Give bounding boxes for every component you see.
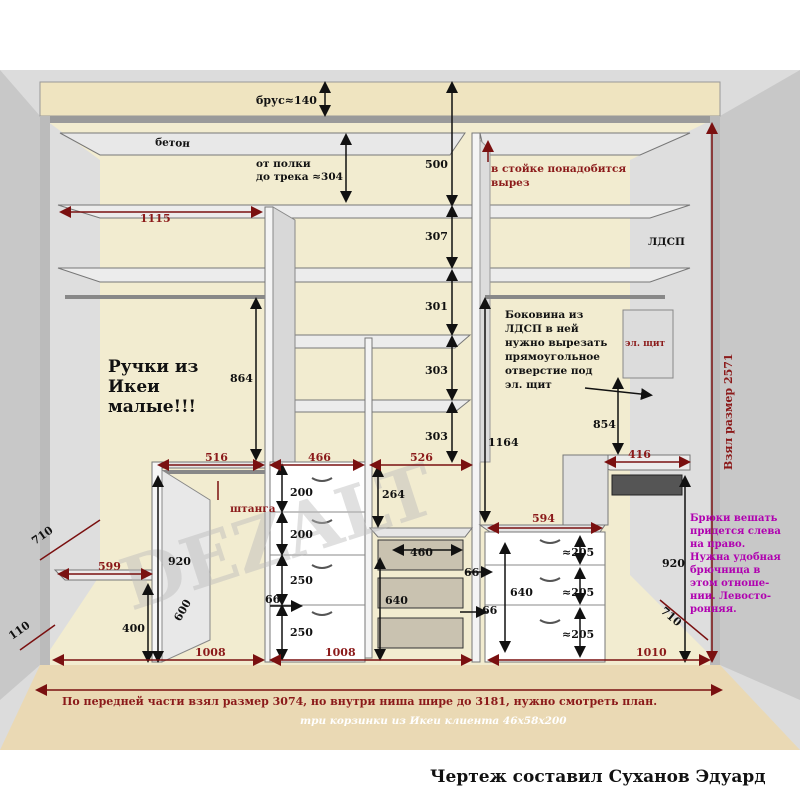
dim-205a: ≈205 [562, 546, 594, 559]
dim-466: 466 [308, 451, 331, 464]
baskets-note: три корзинки из Икеи клиента 46х58х200 [300, 715, 567, 727]
electrical-box [622, 309, 674, 379]
side-panel-note-line-5: отверстие под [505, 365, 593, 377]
author-credit: Чертеж составил Суханов Эдуард [430, 767, 766, 787]
dim-1010: 1010 [636, 646, 667, 659]
dim-640b: 640 [510, 586, 533, 599]
trousers-note-line-1: Брюки вешать [690, 513, 778, 524]
dim-1164: 1164 [488, 436, 519, 449]
rod-label: штанга [230, 503, 276, 515]
dim-460: 460 [410, 546, 433, 559]
dim-920a: 920 [168, 555, 191, 568]
dim-303a: 303 [425, 364, 448, 377]
dim-500: 500 [425, 158, 448, 171]
dim-205c: ≈205 [562, 628, 594, 641]
side-panel-note: Боковина из ЛДСП в ней нужно вырезать прямо… [505, 309, 607, 391]
side-panel-note-line-4: прямоугольное [505, 351, 600, 363]
dim-516: 516 [205, 451, 228, 464]
handles-note-line-2: Икеи [108, 377, 160, 397]
concrete-label: бетон [155, 136, 191, 150]
trousers-note-line-2: придется слева [690, 526, 781, 537]
dim-250a: 250 [290, 574, 313, 587]
red-dimension-lines [19, 122, 723, 696]
el-box-label: эл. щит [625, 339, 666, 349]
side-panel-note-line-6: эл. щит [505, 379, 552, 391]
dim-854: 854 [593, 418, 616, 431]
dim-640a: 640 [385, 594, 408, 607]
cutout-note-line1: в стойке понадобится [491, 163, 626, 175]
side-panel-note-line-3: нужно вырезать [505, 337, 607, 349]
trousers-note-line-6: этом отноше- [690, 578, 769, 589]
dim-1008b: 1008 [325, 646, 356, 659]
dim-1115: 1115 [140, 212, 171, 225]
trousers-note-line-4: Нужна удобная [690, 552, 781, 563]
dim-599: 599 [98, 560, 121, 573]
dim-66c: 66 [482, 604, 498, 617]
dim-200b: 200 [290, 528, 313, 541]
dim-1008a: 1008 [195, 646, 226, 659]
dim-920b: 920 [662, 557, 685, 570]
beam-label: брус≈140 [256, 94, 317, 107]
dim-264: 264 [382, 488, 405, 501]
dimension-lines [142, 81, 691, 663]
dim-594: 594 [532, 512, 555, 525]
height-label: Взял размер 2571 [722, 353, 735, 470]
side-panel-note-line-2: ЛДСП в ней [505, 323, 579, 335]
dim-250b: 250 [290, 626, 313, 639]
ldsp-label: ЛДСП [648, 236, 685, 248]
trousers-note: Брюки вешать придется слева на право. Нужна… [690, 513, 781, 615]
bottom-note: По передней части взял размер 3074, но в… [62, 695, 657, 708]
dim-307: 307 [425, 230, 448, 243]
handles-note-line-1: Ручки из [108, 357, 199, 377]
dim-66a: 66 [265, 593, 281, 606]
dim-66b: 66 [464, 566, 480, 579]
trousers-note-line-7: нии. Левосто- [690, 591, 771, 602]
dim-303b: 303 [425, 430, 448, 443]
dim-526: 526 [410, 451, 433, 464]
trousers-note-line-3: на право. [690, 539, 745, 550]
dim-301: 301 [425, 300, 448, 313]
side-panel-note-line-1: Боковина из [505, 309, 584, 321]
trousers-note-line-5: брючница в [690, 565, 760, 576]
dim-205b: ≈205 [562, 586, 594, 599]
shelf-to-track-line1: от полки [256, 158, 311, 170]
side-panel-arrow [584, 387, 653, 401]
cutout-note-line2: вырез [491, 177, 530, 189]
dim-400: 400 [122, 622, 145, 635]
dim-416: 416 [628, 448, 651, 461]
dimension-numbers: 500 307 301 303 303 1115 864 1164 854 51… [6, 158, 685, 659]
handles-note-line-3: малые!!! [108, 397, 196, 417]
dim-864: 864 [230, 372, 253, 385]
dim-200a: 200 [290, 486, 313, 499]
shelf-to-track-line2: до трека ≈304 [256, 171, 343, 183]
concrete-shelf [59, 132, 466, 156]
trousers-note-line-8: ронняя. [690, 604, 737, 615]
